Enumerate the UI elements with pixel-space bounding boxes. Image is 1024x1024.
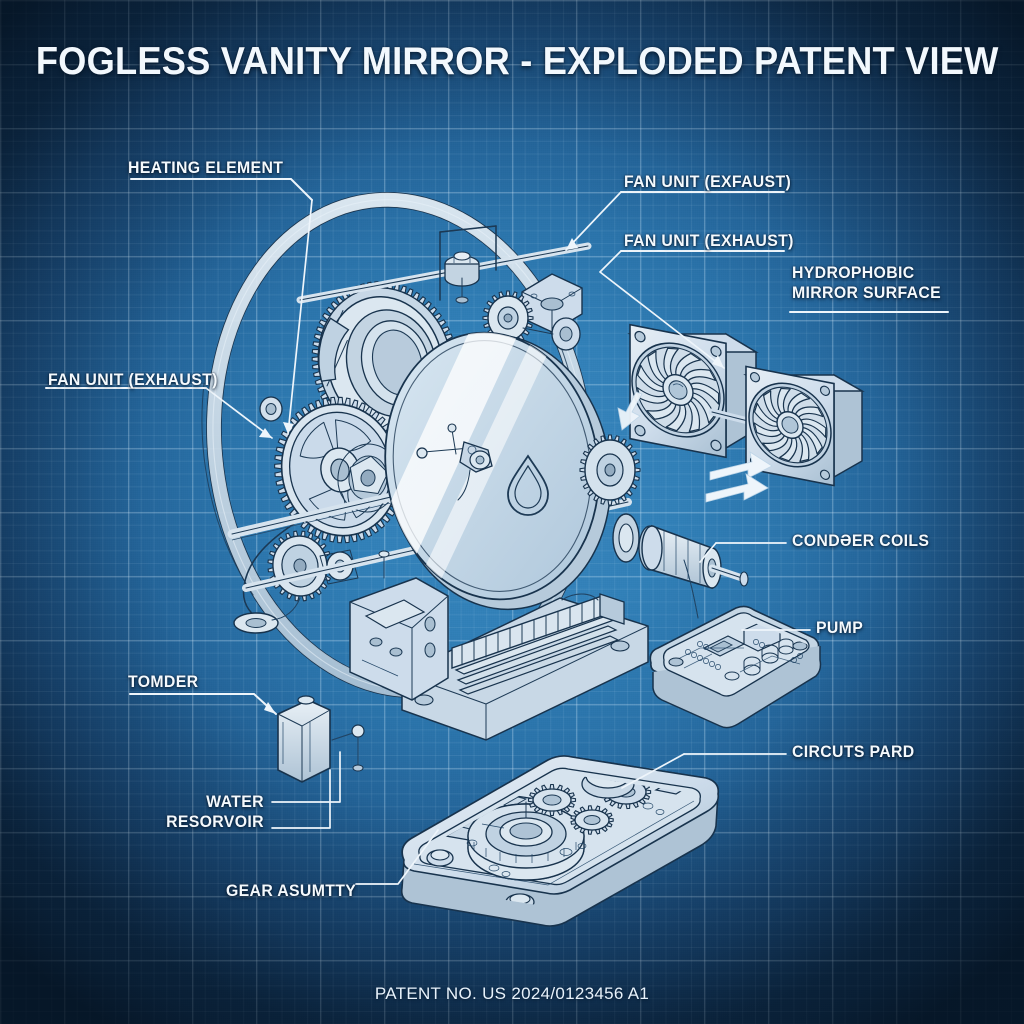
callout-heating-element: HEATING ELEMENT (128, 159, 284, 177)
main-circuit-board (400, 755, 720, 927)
airflow-arrows (617, 391, 773, 503)
leader-lines (45, 178, 949, 885)
callout-hydrophobic-mirror-surface: HYDROPHOBIC MIRROR SURFACE (792, 264, 942, 302)
pump-motor (612, 513, 749, 590)
patent-number-footer: PATENT NO. US 2024/0123456 A1 (374, 984, 650, 1003)
callout-fan-unit-exhaust-top: FAN UNIT (EXHAUST) (624, 232, 794, 250)
small-gear-cluster (259, 396, 359, 602)
callout-water-reservoir: WATER RESORVOIR (166, 793, 264, 831)
callout-condenser-coils: CONDƏER COILS (792, 532, 930, 550)
right-idler-gear (579, 434, 641, 506)
callout-circuit-board: CIRCUTS PARD (792, 743, 915, 761)
top-linkage-assembly (439, 225, 583, 351)
callout-gear-assembly: GEAR ASUMTTY (226, 882, 357, 900)
callout-tomder: TOMDER (128, 673, 199, 691)
mirror-mount-hardware (416, 423, 493, 501)
callout-fan-unit-exfaust: FAN UNIT (EXFAUST) (624, 173, 792, 191)
pump-circuit-board (649, 559, 822, 729)
water-reservoir-tank (277, 695, 365, 783)
condenser-coil-stack (401, 593, 649, 741)
callout-pump: PUMP (816, 619, 864, 637)
callout-fan-unit-exhaust-left: FAN UNIT (EXHAUST) (48, 371, 218, 389)
bracket-plate (349, 550, 449, 701)
page-title: FOGLESS VANITY MIRROR - EXPLODED PATENT … (35, 40, 999, 83)
water-droplet-emblem (507, 454, 549, 516)
